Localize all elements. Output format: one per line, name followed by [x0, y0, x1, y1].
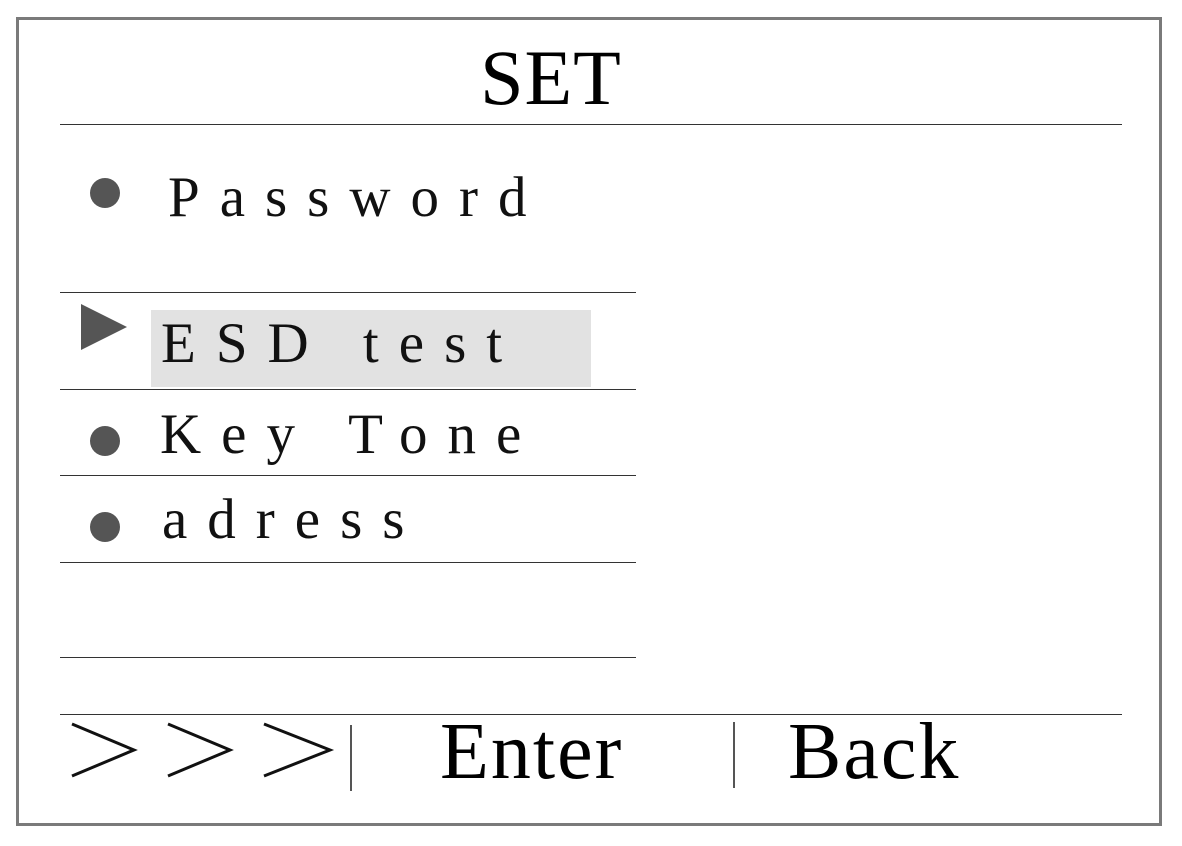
bullet-icon	[90, 512, 120, 542]
menu-item-label: adress	[162, 488, 425, 551]
title-divider	[60, 124, 1122, 125]
menu-item-label: Password	[168, 166, 547, 229]
enter-button[interactable]: Enter	[440, 708, 624, 796]
menu-divider	[60, 657, 636, 658]
triple-chevron-right-icon	[71, 722, 335, 778]
menu-divider	[60, 475, 636, 476]
menu-item-label: Key Tone	[160, 403, 542, 466]
softkey-separator	[350, 725, 352, 791]
menu-divider	[60, 562, 636, 563]
page-title: SET	[480, 34, 622, 121]
bullet-icon	[90, 426, 120, 456]
softkey-separator	[733, 722, 735, 788]
back-button[interactable]: Back	[788, 708, 961, 796]
menu-item-label: ESD test	[161, 312, 523, 375]
bullet-icon	[90, 178, 120, 208]
selection-highlight	[151, 310, 591, 387]
empty-menu-slot	[60, 563, 636, 657]
pointer-triangle-icon	[81, 304, 127, 350]
menu-divider	[60, 292, 636, 293]
softkey-bar-divider	[60, 714, 1122, 715]
menu-divider	[60, 389, 636, 390]
device-screen-frame	[16, 17, 1162, 826]
